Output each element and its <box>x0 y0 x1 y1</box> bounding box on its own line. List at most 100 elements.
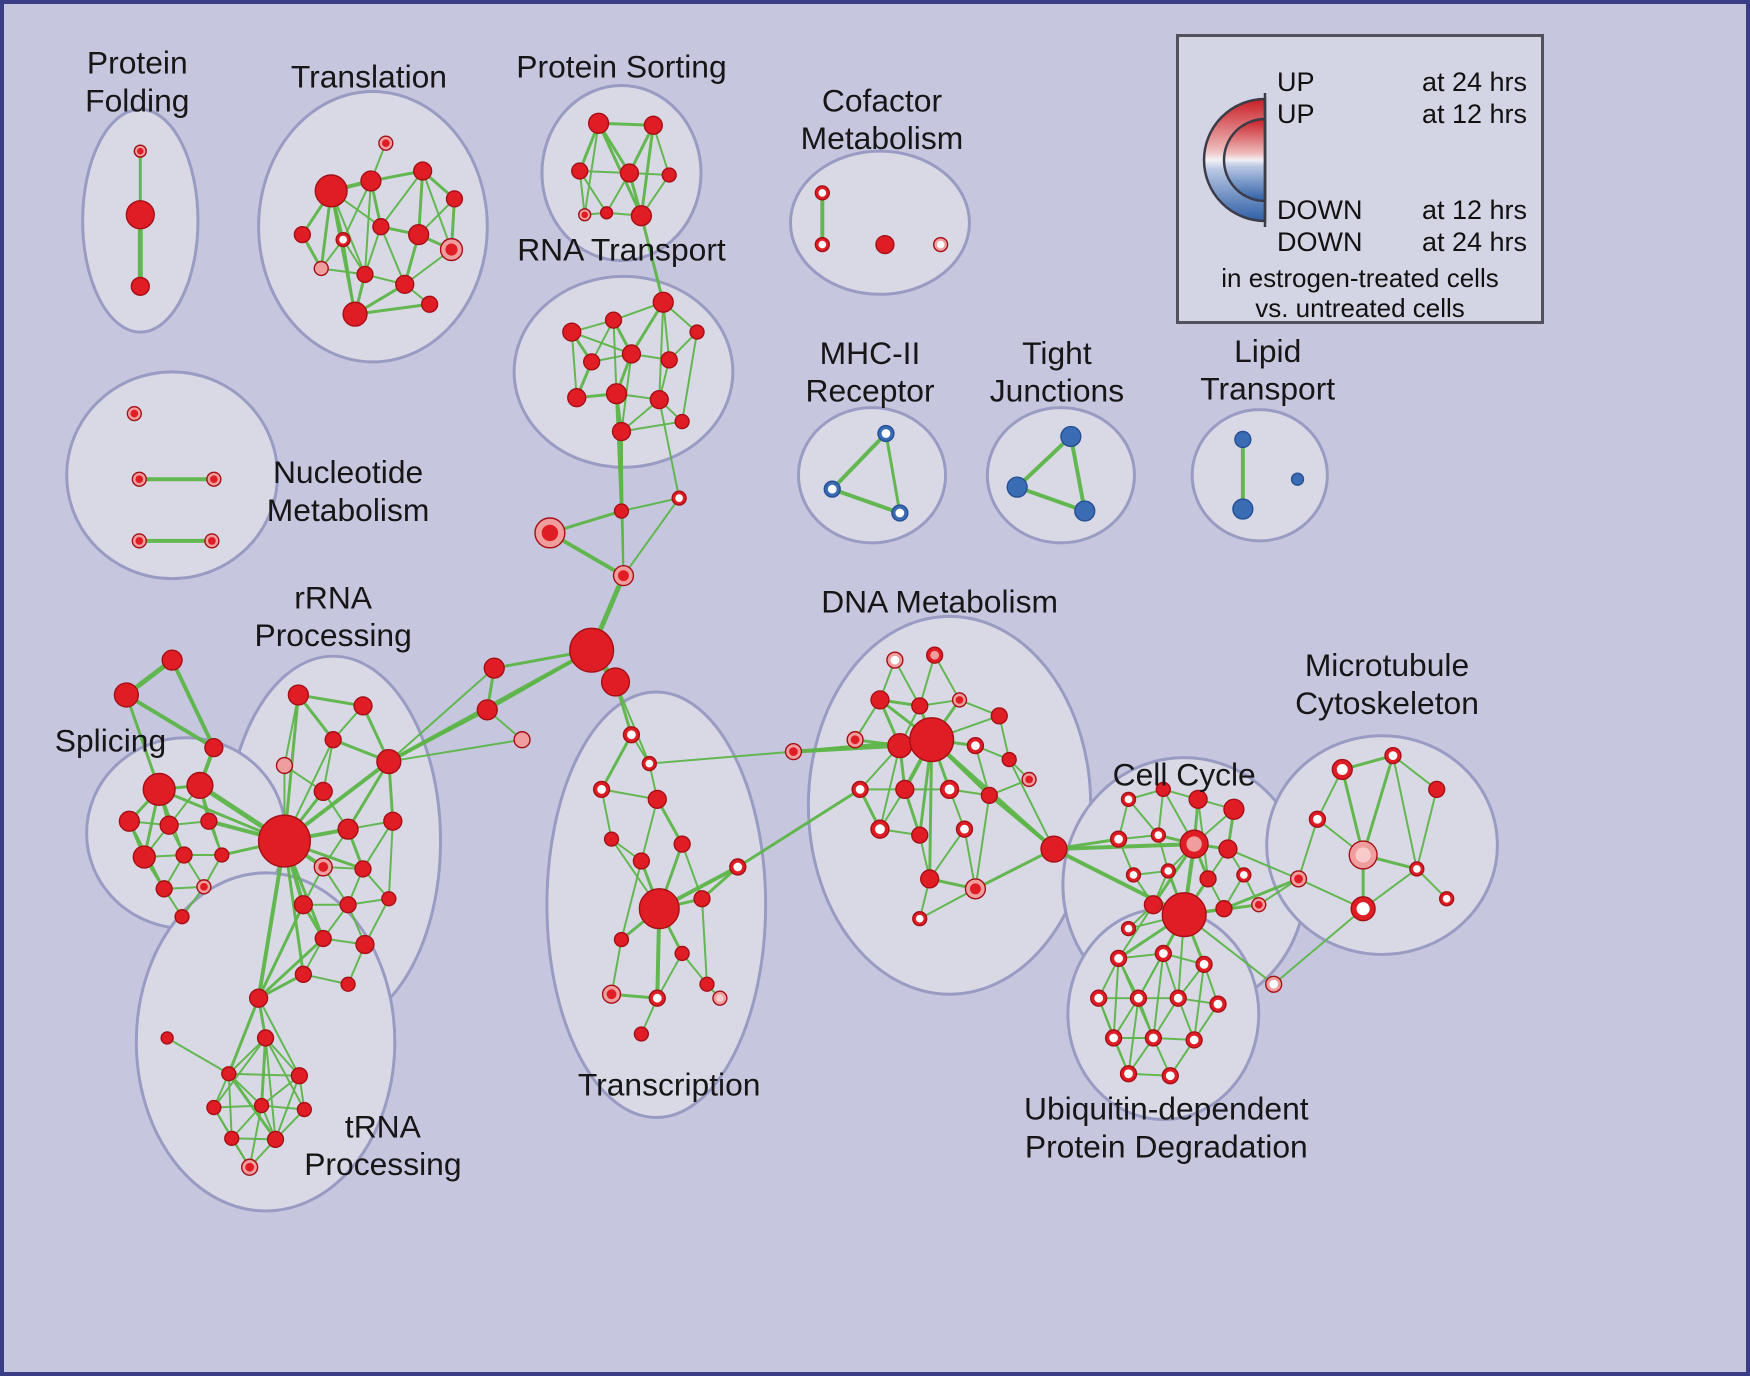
network-node <box>633 1026 650 1042</box>
network-edge <box>1127 998 1140 1074</box>
network-node <box>652 291 674 313</box>
network-node-core <box>200 883 208 891</box>
network-node-core <box>716 994 724 1003</box>
network-node-core <box>895 508 905 518</box>
network-node-core <box>606 989 617 1000</box>
network-edge <box>421 170 453 250</box>
network-edge <box>1297 818 1319 880</box>
network-node-core <box>1336 764 1348 775</box>
network-node-core <box>1355 847 1371 863</box>
network-edge <box>597 122 643 217</box>
network-node-core <box>675 494 683 502</box>
network-node-core <box>1356 902 1370 916</box>
network-node <box>290 1067 309 1085</box>
legend-time-label: at 24 hrs <box>1421 67 1527 97</box>
network-node <box>1215 900 1233 918</box>
network-node-core <box>210 475 218 484</box>
network-node-core <box>1294 874 1303 884</box>
network-node-core <box>1413 865 1421 873</box>
network-edge <box>570 332 578 398</box>
network-node <box>699 976 715 992</box>
network-node <box>125 200 155 230</box>
network-node-core <box>875 824 885 835</box>
network-node-core <box>597 785 606 794</box>
network-edge <box>918 654 936 707</box>
network-node-core <box>915 914 924 923</box>
network-edge <box>1415 789 1438 870</box>
network-edge <box>298 693 364 708</box>
cluster-label-translation: Translation <box>291 59 447 95</box>
network-edge <box>1227 848 1299 880</box>
network-node <box>587 112 610 134</box>
network-edge <box>639 215 665 303</box>
network-node-core <box>944 784 955 795</box>
network-node-core <box>645 759 654 768</box>
network-node-core <box>881 429 891 438</box>
network-node-core <box>1240 871 1248 879</box>
network-node-core <box>137 147 144 155</box>
network-node <box>513 731 531 749</box>
network-node <box>1234 430 1252 449</box>
network-node <box>381 891 397 907</box>
network-node <box>1074 500 1096 522</box>
network-node <box>630 205 653 227</box>
network-node <box>571 162 589 180</box>
network-edge <box>884 433 902 514</box>
network-node <box>599 206 614 220</box>
legend-direction-label: UP <box>1277 67 1315 97</box>
network-node <box>293 226 311 244</box>
network-edge <box>260 1037 268 1106</box>
network-edge <box>380 170 424 228</box>
network-node <box>569 627 615 673</box>
network-node-core <box>382 139 390 148</box>
network-edge <box>1391 755 1418 870</box>
network-edge <box>264 1037 306 1111</box>
network-node-core <box>339 235 347 244</box>
network-edge <box>620 511 625 576</box>
network-node-core <box>1213 999 1223 1009</box>
network-edge <box>1117 904 1155 959</box>
legend-circles <box>1202 93 1267 227</box>
network-node <box>160 1031 174 1045</box>
network-node <box>1161 892 1207 938</box>
legend: UP at 24 hrs UP at 12 hrs DOWN at 12 hrs… <box>1176 34 1544 324</box>
network-node <box>909 717 955 763</box>
network-edge <box>264 1037 277 1140</box>
network-node <box>161 649 183 671</box>
network-edge <box>583 123 600 215</box>
network-edge <box>1053 842 1195 852</box>
network-node-core <box>208 537 216 545</box>
network-edge <box>639 125 655 216</box>
network-node <box>911 826 929 844</box>
network-node <box>372 218 390 236</box>
network-node-core <box>1442 894 1451 903</box>
legend-time-label: at 12 hrs <box>1421 195 1527 225</box>
network-node-core <box>1124 795 1133 804</box>
network-edge <box>621 497 680 513</box>
network-node-core <box>818 240 827 249</box>
network-node <box>619 163 640 183</box>
network-edge <box>831 487 901 515</box>
network-edge <box>1392 754 1438 791</box>
network-node <box>1218 839 1238 859</box>
network-node-core <box>789 747 798 757</box>
network-node-core <box>1154 831 1163 839</box>
network-edge <box>600 734 633 791</box>
network-node-core <box>955 696 964 704</box>
network-node <box>1001 751 1017 768</box>
network-node <box>339 896 357 914</box>
network-edge <box>681 331 699 422</box>
network-node <box>1060 425 1082 448</box>
network-node-core <box>1025 775 1033 784</box>
network-node <box>224 1130 240 1147</box>
network-node <box>693 890 711 908</box>
network-node-core <box>1313 814 1322 824</box>
network-node-core <box>135 537 144 545</box>
network-node <box>613 931 630 948</box>
network-node-core <box>1134 993 1143 1003</box>
network-edge <box>1016 485 1086 513</box>
network-node <box>186 771 214 800</box>
